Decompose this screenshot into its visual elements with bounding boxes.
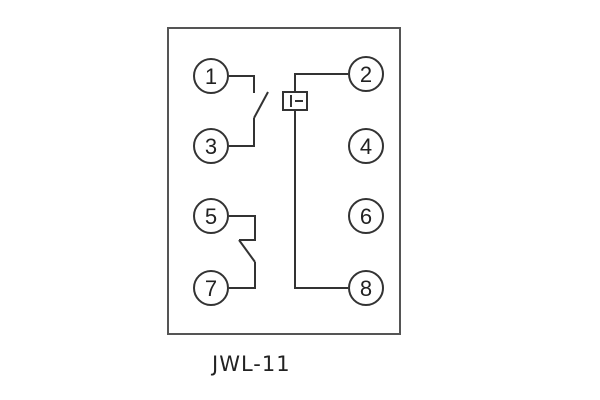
wire-3-to-contact [229, 118, 255, 147]
terminal-circle [348, 56, 384, 92]
wire-2-to-coil [294, 73, 348, 92]
terminal-number: 4 [360, 134, 372, 159]
terminal-group: 1 2 3 4 5 6 7 8 [193, 56, 384, 306]
relay-coil-symbol [282, 91, 308, 111]
relay-housing [167, 27, 401, 335]
terminal-number: 5 [205, 204, 217, 229]
terminal-number: 6 [360, 204, 372, 229]
terminal-number: 7 [205, 276, 217, 301]
wiring-lines [229, 73, 348, 289]
terminal-6: 6 [348, 198, 384, 234]
wire-coil-to-8 [294, 110, 348, 289]
terminal-4: 4 [348, 128, 384, 164]
terminal-number: 2 [360, 62, 372, 87]
terminal-circle [193, 270, 229, 306]
terminal-circle [348, 270, 384, 306]
model-label: JWL-11 [212, 352, 291, 376]
wire-5-to-contact [229, 215, 256, 241]
terminal-number: 1 [205, 64, 217, 89]
wire-7-to-contact [229, 262, 256, 289]
contact-blade-1-3 [253, 91, 269, 119]
terminal-8: 8 [348, 270, 384, 306]
terminal-circle [348, 128, 384, 164]
terminal-5: 5 [193, 198, 229, 234]
terminal-number: 3 [205, 134, 217, 159]
terminal-circle [193, 198, 229, 234]
contact-blade-5-7 [238, 239, 256, 263]
terminal-number: 8 [360, 276, 372, 301]
wire-1-to-contact [229, 75, 255, 93]
terminal-circle [193, 128, 229, 164]
terminal-1: 1 [193, 58, 229, 94]
terminal-7: 7 [193, 270, 229, 306]
terminal-circle [348, 198, 384, 234]
terminal-3: 3 [193, 128, 229, 164]
terminal-2: 2 [348, 56, 384, 92]
terminal-circle [193, 58, 229, 94]
